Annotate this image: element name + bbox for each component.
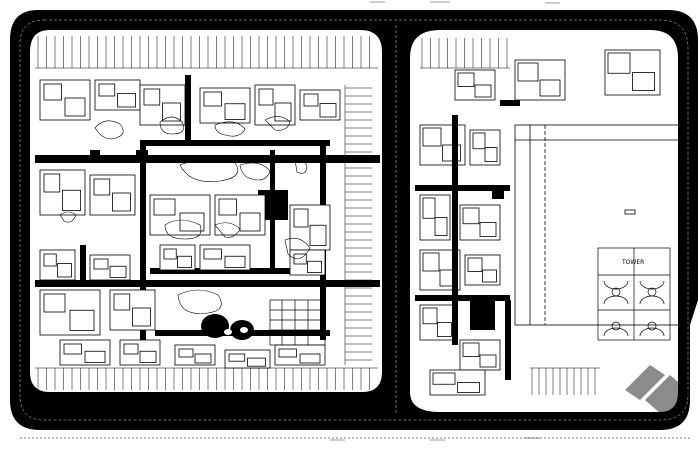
building-unit: [43, 253, 57, 267]
central-plaza: [201, 314, 254, 340]
building-unit: [632, 72, 655, 91]
building-unit: [258, 88, 274, 106]
building-unit: [479, 222, 497, 237]
building-unit: [153, 198, 176, 216]
road-edge-line: [19, 19, 689, 421]
sports-field: [514, 124, 684, 326]
building-unit: [517, 62, 539, 82]
building-unit: [203, 91, 222, 107]
building-unit: [484, 147, 498, 162]
parking-row-bottom-right: [530, 367, 600, 395]
building-unit: [474, 84, 492, 98]
building-unit: [84, 350, 106, 363]
building-unit: [224, 255, 246, 268]
parking-column-left-block: [344, 85, 372, 365]
building-unit: [109, 265, 127, 278]
building-unit: [93, 178, 111, 196]
building-unit: [422, 197, 436, 219]
dimension-marks: [330, 1, 560, 441]
building-unit: [457, 72, 475, 87]
parking-row-top-left: [35, 36, 378, 69]
building-unit: [163, 248, 177, 260]
building-unit: [482, 269, 497, 283]
building-unit: [177, 255, 192, 268]
inner-paths-right: [415, 100, 520, 380]
building-unit: [434, 217, 448, 236]
building-unit: [422, 252, 440, 272]
parking-row-bottom-left: [35, 367, 378, 390]
building-unit: [69, 309, 95, 331]
court-label: TOWER: [621, 259, 644, 266]
building-unit: [307, 260, 322, 273]
building-unit: [98, 83, 116, 97]
building-unit: [123, 343, 139, 355]
building-unit: [467, 257, 483, 272]
building-unit: [437, 322, 452, 337]
building-unit: [224, 103, 246, 120]
buildings-left: [39, 79, 341, 369]
building-unit: [299, 353, 321, 364]
building-unit: [203, 248, 222, 260]
building-unit: [422, 127, 442, 147]
building-unit: [432, 372, 456, 385]
building-unit: [43, 173, 61, 193]
building-unit: [194, 353, 212, 364]
building-unit: [278, 348, 297, 358]
building-unit: [293, 253, 307, 265]
building-unit: [247, 357, 266, 367]
parking-row-top-right: [420, 38, 510, 69]
building-unit: [43, 293, 66, 313]
building-unit: [63, 343, 82, 355]
building-unit: [457, 382, 480, 393]
boundary-dashed-lines: [20, 200, 690, 439]
building-unit: [117, 93, 136, 108]
building-unit: [113, 293, 131, 311]
building-unit: [162, 102, 181, 122]
building-unit: [319, 103, 337, 118]
building-unit: [239, 212, 261, 232]
terrace-grid: [269, 299, 326, 346]
basketball-courts: [597, 247, 671, 341]
building-unit: [43, 83, 62, 101]
buildings-right: [419, 49, 661, 396]
building-unit: [228, 353, 246, 362]
building-unit: [293, 208, 309, 228]
building-unit: [62, 189, 81, 211]
building-unit: [93, 258, 109, 270]
building-unit: [143, 88, 161, 106]
building-unit: [462, 207, 480, 225]
building-unit: [422, 307, 438, 325]
building-unit: [218, 198, 237, 216]
building-unit: [57, 263, 72, 278]
building-unit: [309, 224, 327, 246]
perimeter-road: [10, 10, 698, 430]
watermark-logo: [625, 365, 690, 420]
building-unit: [539, 79, 561, 97]
building-unit: [274, 102, 292, 122]
garden-outlines: [59, 116, 311, 314]
building-unit: [472, 132, 486, 150]
building-unit: [479, 354, 497, 368]
building-unit: [139, 350, 157, 363]
building-unit: [303, 93, 319, 107]
building-unit: [178, 348, 194, 358]
building-unit: [462, 342, 480, 357]
building-unit: [112, 192, 131, 212]
building-unit: [607, 52, 631, 74]
building-unit: [132, 307, 151, 327]
building-unit: [64, 97, 86, 117]
